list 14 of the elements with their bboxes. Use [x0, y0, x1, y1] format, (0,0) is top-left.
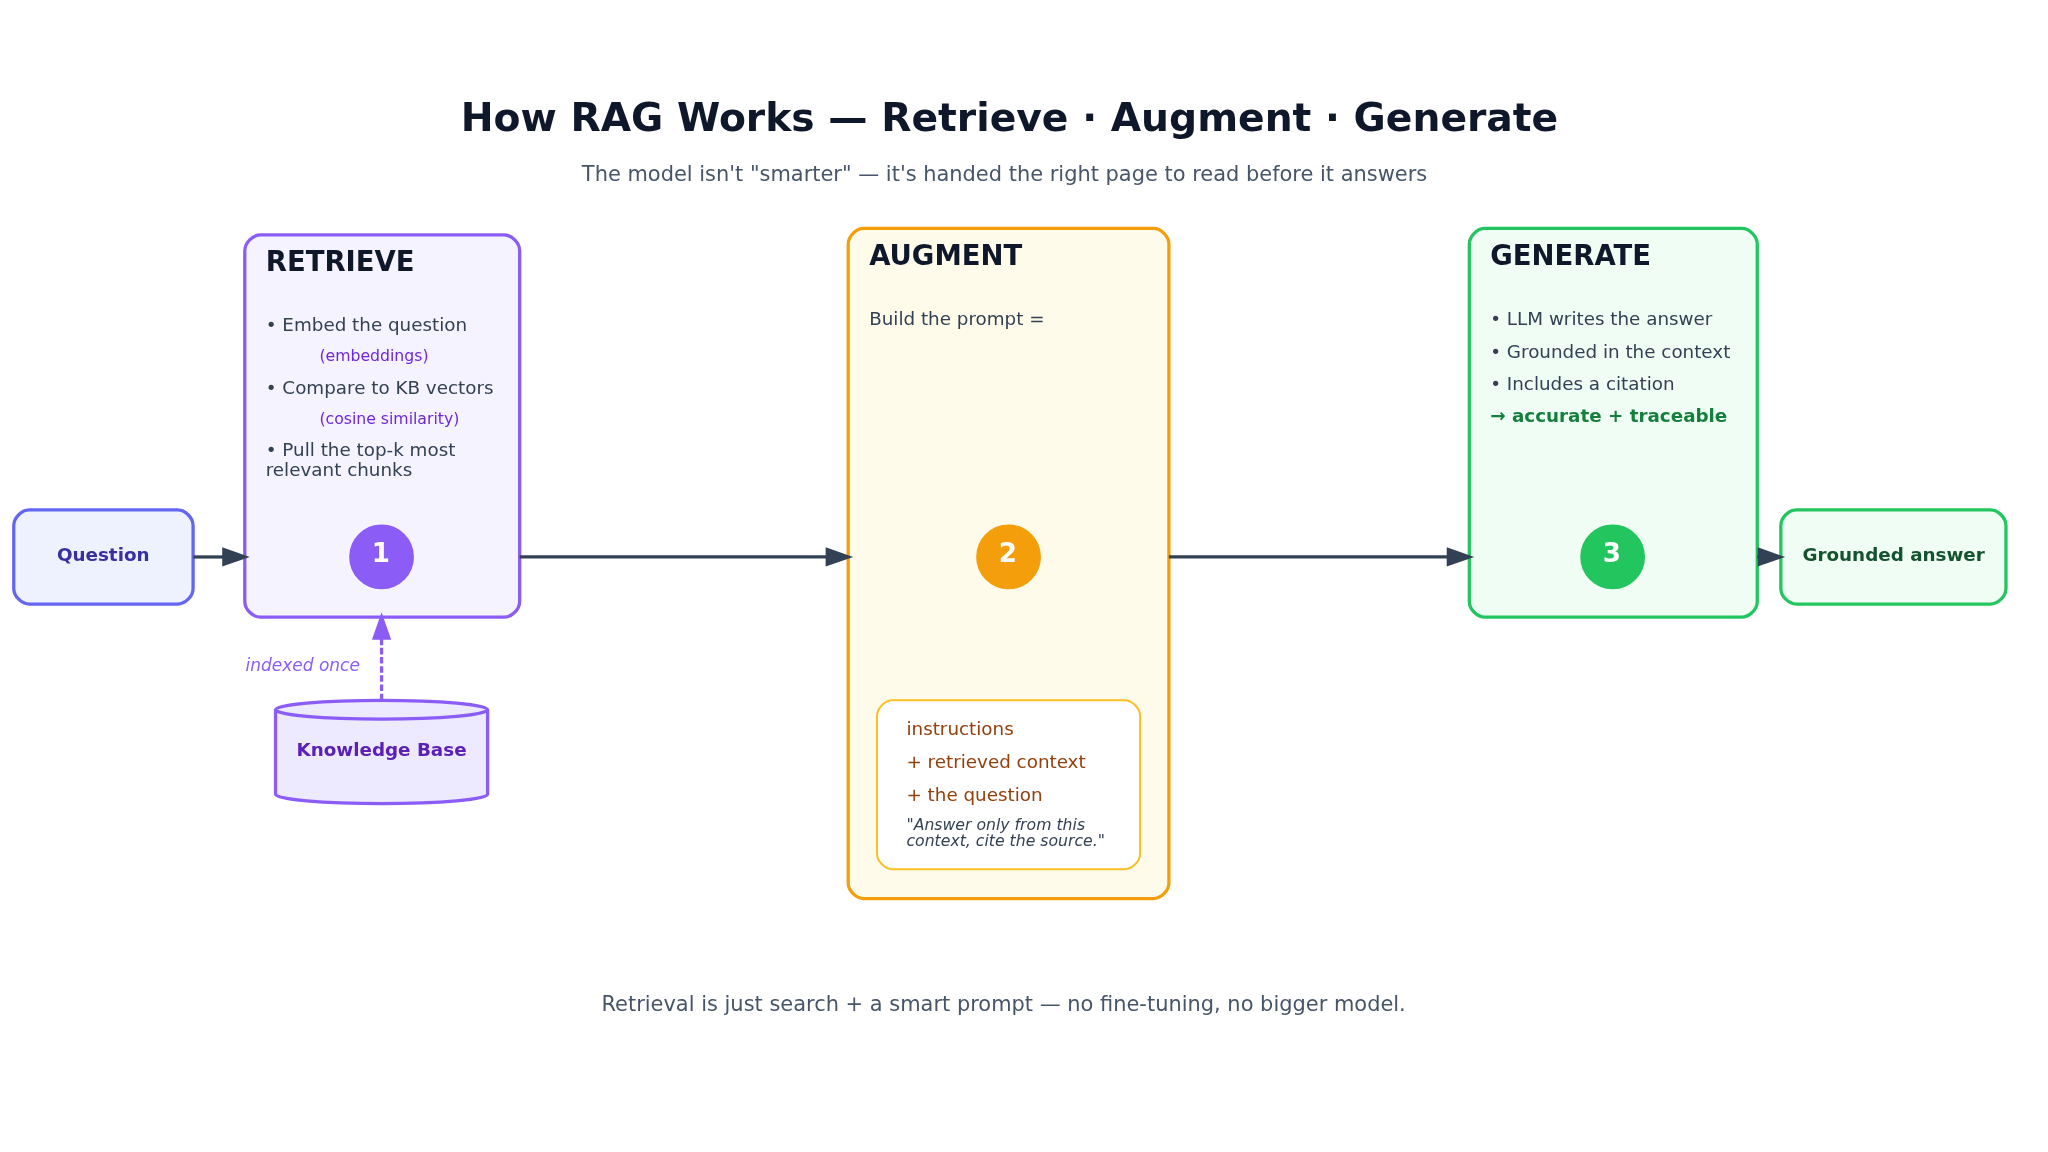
diagram-title: How RAG Works — Retrieve · Augment · Generate [460, 94, 1559, 140]
node-box: Question [12, 507, 195, 606]
node-circle: 2 [976, 524, 1041, 589]
arrow [193, 546, 250, 567]
node-circle: 3 [1580, 524, 1646, 589]
label: The model isn't "smarter" — it's handed the right page to read before it answers [581, 161, 1428, 186]
node-box: Grounded answer [1779, 507, 2008, 606]
node-box: instructions + retrieved context + the question "Answer only from this context, cite the source." [876, 698, 1142, 870]
arrow [1168, 546, 1475, 567]
arrow [519, 546, 854, 567]
edge-label: indexed once [245, 654, 360, 675]
label: Retrieval is just search + a smart prompt — no fine-tuning, no bigger model. [601, 991, 1406, 1016]
arrow [371, 611, 392, 700]
node-circle: 1 [349, 524, 414, 589]
